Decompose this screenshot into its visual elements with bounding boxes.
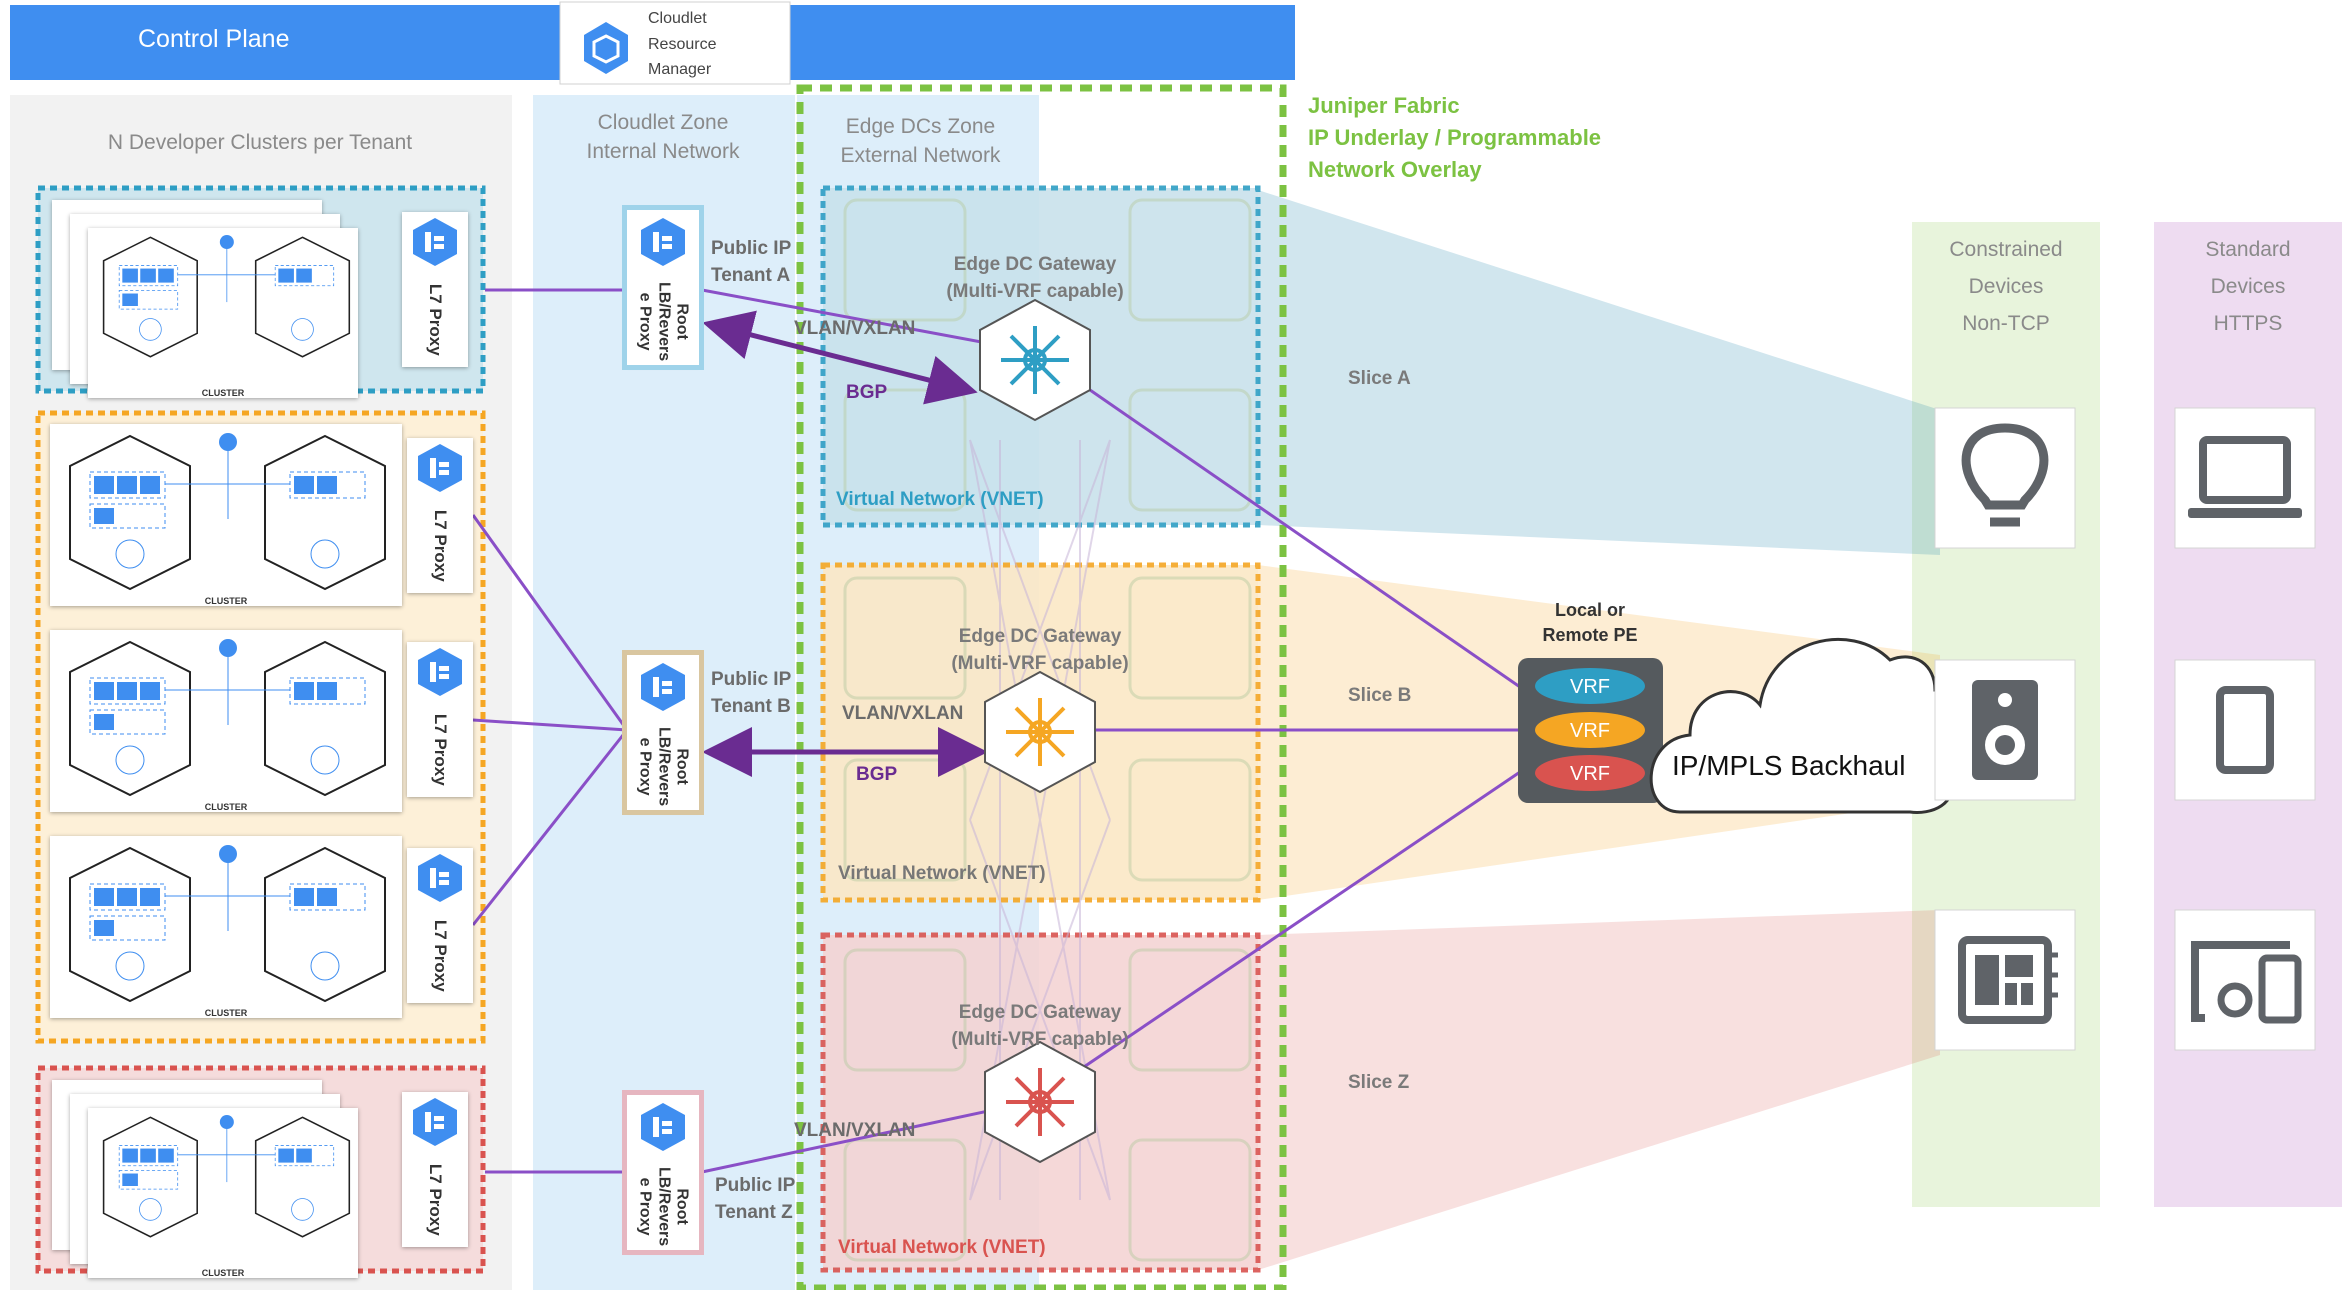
slice-b-label: Slice B [1348, 685, 1412, 706]
vnet-z-label: Virtual Network (VNET) [838, 1237, 1046, 1258]
root-proxy-label: Root LB/Revers e Proxy [636, 727, 691, 807]
lightbulb-icon [1961, 423, 2049, 527]
constrained-title: Constrained Devices Non-TCP [1949, 238, 2063, 335]
gateway-z-icon [984, 1040, 1096, 1164]
l7-proxy-label: L7 Proxy [425, 1163, 445, 1236]
l7-proxy-label: L7 Proxy [430, 713, 450, 786]
proxy-icon [641, 1103, 685, 1151]
l7-proxy-label: L7 Proxy [425, 283, 445, 356]
proxy-icon [418, 444, 462, 492]
crm-icon [584, 22, 628, 74]
cluster-label: CLUSTER [204, 802, 248, 812]
proxy-icon [641, 663, 685, 711]
tenant-z-ip: Public IP Tenant Z [715, 1175, 796, 1223]
connectivity-lines [471, 288, 1521, 1174]
proxy-icon [641, 218, 685, 266]
developer-cluster-card[interactable]: CLUSTER [88, 1108, 358, 1278]
devices-icon [2191, 941, 2302, 1024]
cluster-diagram [102, 1115, 351, 1238]
standard-title: Standard Devices HTTPS [2205, 238, 2291, 335]
developer-cluster-card[interactable]: CLUSTER [88, 228, 358, 398]
vrf-z-label: VRF [1570, 763, 1610, 785]
tablet-icon [2216, 686, 2274, 774]
vrf-a-label: VRF [1570, 676, 1610, 698]
proxy-icon [418, 854, 462, 902]
slice-a-label: Slice A [1348, 368, 1411, 389]
root-proxy-label: Root LB/Revers e Proxy [636, 1167, 691, 1247]
cluster-diagram [69, 433, 386, 591]
gateway-a-icon [979, 298, 1091, 422]
l7-proxy-card[interactable]: L7 Proxy [402, 1092, 468, 1247]
slice-z-beam [1258, 910, 1940, 1270]
cluster-diagram [69, 845, 386, 1003]
root-proxy-a[interactable]: Root LB/Revers e Proxy [627, 210, 699, 365]
gateway-z-label: Edge DC Gateway (Multi-VRF capable) [951, 1002, 1129, 1050]
fabric-background-shapes [843, 198, 1252, 1262]
tenant-a-ip: Public IP Tenant A [711, 238, 792, 286]
l7-proxy-card[interactable]: L7 Proxy [402, 212, 468, 367]
proxy-icon [413, 218, 457, 266]
juniper-title: Juniper Fabric IP Underlay / Programmabl… [1308, 93, 1602, 182]
root-proxy-b[interactable]: Root LB/Revers e Proxy [627, 655, 699, 810]
developer-cluster-card[interactable]: CLUSTER [50, 630, 402, 812]
gateway-b-label: Edge DC Gateway (Multi-VRF capable) [951, 626, 1129, 674]
cluster-label: CLUSTER [201, 1268, 245, 1278]
developer-cluster-card[interactable]: CLUSTER [50, 836, 402, 1018]
vrf-a-pill [1535, 668, 1645, 704]
crm-label[interactable]: Cloudlet Resource Manager [648, 10, 717, 79]
cluster-label: CLUSTER [201, 388, 245, 398]
developer-zone-title: N Developer Clusters per Tenant [107, 131, 413, 154]
laptop-icon [2188, 436, 2302, 518]
cluster-label: CLUSTER [204, 596, 248, 606]
sensor-board-icon [1958, 936, 2058, 1024]
pe-label: Local or Remote PE [1542, 600, 1638, 646]
vlan-z-label: VLAN/VXLAN [794, 1120, 916, 1141]
bgp-a-label: BGP [846, 382, 888, 403]
gateway-a-label: Edge DC Gateway (Multi-VRF capable) [946, 254, 1124, 302]
tenant-b-ip: Public IP Tenant B [711, 669, 792, 717]
root-proxy-label: Root LB/Revers e Proxy [636, 282, 691, 362]
bgp-arrow-a [702, 310, 978, 405]
l7-proxy-label: L7 Proxy [430, 919, 450, 992]
speaker-icon [1972, 680, 2038, 780]
vrf-b-label: VRF [1570, 720, 1610, 742]
cloudlet-zone-title: Cloudlet Zone Internal Network [586, 111, 740, 164]
vlan-a-label: VLAN/VXLAN [794, 318, 916, 339]
cluster-diagram [102, 235, 351, 358]
l7-proxy-label: L7 Proxy [430, 509, 450, 582]
proxy-icon [413, 1098, 457, 1146]
vnet-a-label: Virtual Network (VNET) [836, 489, 1044, 510]
juniper-fabric-border [796, 84, 1287, 1290]
slice-a-beam [1258, 190, 1940, 555]
vrf-b-pill [1535, 712, 1645, 748]
l7-proxy-card[interactable]: L7 Proxy [407, 642, 473, 797]
backhaul-label: IP/MPLS Backhaul [1672, 750, 1906, 781]
edge-zone-title: Edge DCs Zone External Network [840, 115, 1001, 168]
cluster-label: CLUSTER [204, 1008, 248, 1018]
cluster-diagram [69, 639, 386, 797]
l7-proxy-card[interactable]: L7 Proxy [407, 848, 473, 1003]
gateway-b-icon [984, 670, 1096, 794]
vnet-b-label: Virtual Network (VNET) [838, 863, 1046, 884]
slice-z-label: Slice Z [1348, 1072, 1410, 1093]
root-proxy-z[interactable]: Root LB/Revers e Proxy [627, 1095, 699, 1250]
vlan-b-label: VLAN/VXLAN [842, 703, 964, 724]
developer-cluster-card[interactable]: CLUSTER [50, 424, 402, 606]
vrf-z-pill [1535, 755, 1645, 791]
control-plane-title: Control Plane [138, 25, 290, 53]
bgp-b-label: BGP [856, 764, 898, 785]
proxy-icon [418, 648, 462, 696]
l7-proxy-card[interactable]: L7 Proxy [407, 438, 473, 593]
